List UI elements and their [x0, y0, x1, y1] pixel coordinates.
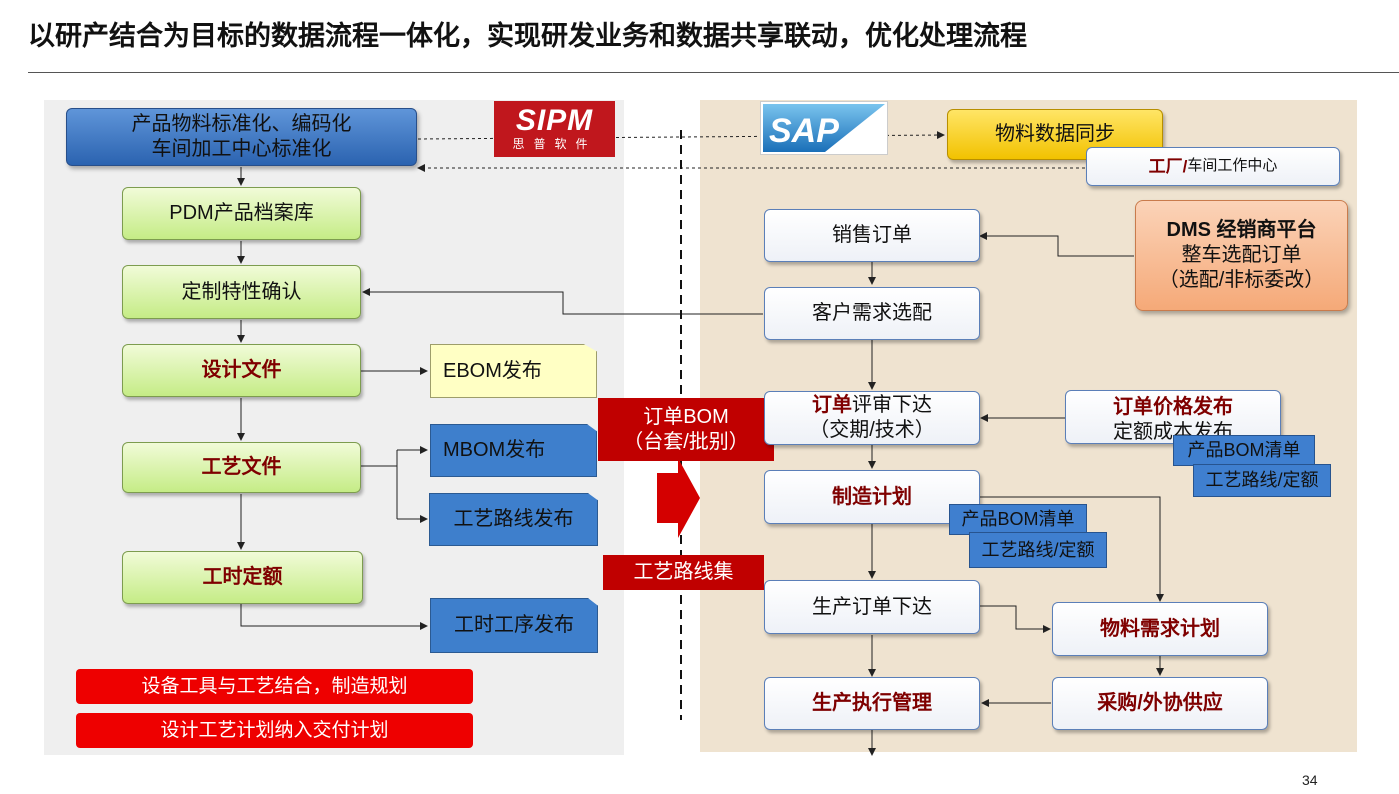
sipm-logo-text: SIPM [515, 104, 594, 138]
equipment-planning-bar: 设备工具与工艺结合，制造规划 [76, 669, 473, 704]
purchase-outsourcing-box: 采购/外协供应 [1052, 677, 1268, 730]
dms-title: DMS 经销商平台 [1166, 219, 1317, 241]
order-review-text: 评审下达 [852, 394, 932, 416]
order-review-keyword: 订单 [812, 394, 852, 416]
route-set-label: 工艺路线集 [603, 555, 764, 590]
process-file-box: 工艺文件 [122, 442, 361, 493]
order-bom-line-2: （台套/批别） [623, 430, 749, 453]
order-bom-label: 订单BOM （台套/批别） [598, 398, 774, 461]
sales-order-box: 销售订单 [764, 209, 980, 262]
dms-dealer-platform-box: DMS 经销商平台 整车选配订单 （选配/非标委改） [1135, 200, 1348, 311]
production-execution-box: 生产执行管理 [764, 677, 980, 730]
standardization-box: 产品物料标准化、编码化 车间加工中心标准化 [66, 108, 417, 166]
mbom-release-doc: MBOM发布 [430, 424, 597, 477]
price-release-title: 订单价格发布 [1113, 396, 1233, 418]
manufacturing-plan-box: 制造计划 [764, 470, 980, 524]
material-requirement-plan-box: 物料需求计划 [1052, 602, 1268, 656]
pdm-archive-box: PDM产品档案库 [122, 187, 361, 240]
standardization-line-2: 车间加工中心标准化 [151, 138, 332, 160]
design-file-box: 设计文件 [122, 344, 361, 397]
sap-logo-text: SAP [769, 112, 839, 150]
page-title: 以研产结合为目标的数据流程一体化，实现研发业务和数据共享联动，优化处理流程 [28, 21, 1027, 51]
labor-quota-box: 工时定额 [122, 551, 363, 604]
production-order-box: 生产订单下达 [764, 580, 980, 634]
customer-config-box: 客户需求选配 [764, 287, 980, 340]
custom-feature-confirm-box: 定制特性确认 [122, 265, 361, 319]
delivery-plan-bar: 设计工艺计划纳入交付计划 [76, 713, 473, 748]
title-divider [28, 72, 1399, 73]
transfer-arrow-shape [657, 458, 700, 538]
sap-logo: SAP [760, 101, 888, 155]
order-review-detail: （交期/技术） [809, 419, 935, 441]
page-number: 34 [1302, 772, 1318, 788]
workcenter-label: 车间工作中心 [1187, 157, 1278, 175]
order-bom-line-1: 订单BOM [643, 405, 729, 428]
sipm-logo-subtext: 思普软件 [512, 137, 597, 152]
dms-line-3: （选配/非标委改） [1158, 269, 1325, 291]
order-review-box: 订单评审下达 （交期/技术） [764, 391, 980, 445]
standardization-line-1: 产品物料标准化、编码化 [131, 113, 352, 135]
ebom-release-doc: EBOM发布 [430, 344, 597, 398]
route-quota-tag-2: 工艺路线/定额 [969, 532, 1107, 568]
route-quota-tag-1: 工艺路线/定额 [1193, 464, 1331, 497]
factory-label: 工厂/ [1148, 156, 1188, 176]
route-release-doc: 工艺路线发布 [429, 493, 598, 546]
product-bom-tag-1: 产品BOM清单 [1173, 435, 1315, 466]
dms-line-2: 整车选配订单 [1181, 244, 1302, 266]
sipm-logo: SIPM 思普软件 [494, 101, 615, 157]
labor-process-release-doc: 工时工序发布 [430, 598, 598, 653]
factory-workcenter-box: 工厂/车间工作中心 [1086, 147, 1340, 186]
product-bom-tag-2: 产品BOM清单 [949, 504, 1087, 535]
